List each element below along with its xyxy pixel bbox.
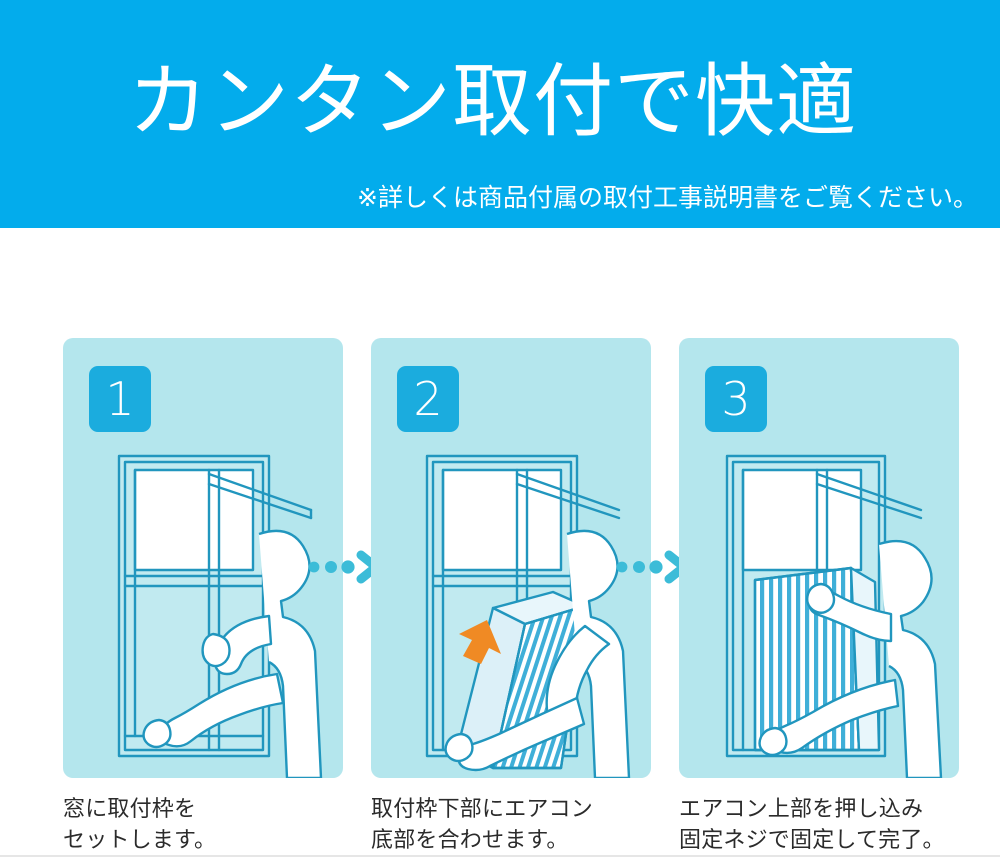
step-panel-1: 1	[63, 338, 343, 778]
step-badge-1: 1	[89, 366, 151, 432]
step-caption-3: エアコン上部を押し込み 固定ネジで固定して完了。	[679, 796, 945, 853]
aircon-align-bottom-illustration	[425, 454, 631, 778]
connector-dot-icon	[616, 561, 628, 573]
person-silhouette	[142, 529, 323, 778]
bottom-divider	[0, 855, 1000, 857]
installation-steps-section: 1	[0, 228, 1000, 857]
header-note: ※詳しくは商品付属の取付工事説明書をご覧ください。	[357, 184, 978, 212]
step-panel-3: 3	[679, 338, 959, 778]
person-silhouette	[444, 529, 631, 778]
connector-dot-icon	[341, 560, 355, 574]
window-frame-setup-illustration	[117, 454, 323, 778]
connector-dot-icon	[649, 560, 663, 574]
step-caption-1: 窓に取付枠を セットします。	[63, 796, 217, 853]
step-panel-2: 2	[371, 338, 651, 778]
connector-dot-icon	[633, 561, 645, 573]
header-banner: カンタン取付で快適 ※詳しくは商品付属の取付工事説明書をご覧ください。	[0, 0, 1000, 228]
step-badge-3: 3	[705, 366, 767, 432]
step-caption-2: 取付枠下部にエアコン 底部を合わせます。	[371, 796, 594, 853]
page-title: カンタン取付で快適	[128, 57, 857, 146]
person-silhouette	[758, 539, 943, 778]
aircon-installed-illustration	[725, 454, 943, 778]
orange-arrow-icon	[459, 620, 501, 664]
step-badge-2: 2	[397, 366, 459, 432]
connector-dot-icon	[325, 561, 337, 573]
connector-dot-icon	[308, 561, 320, 573]
